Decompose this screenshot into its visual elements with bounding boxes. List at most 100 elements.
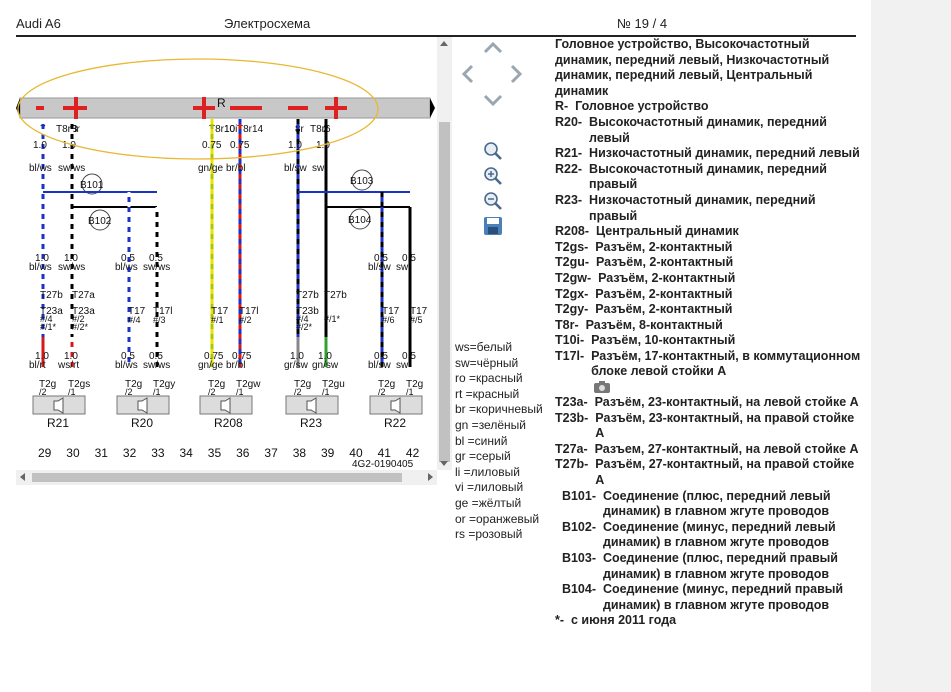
- component-text: с июня 2011 года: [570, 613, 677, 628]
- component-item: T17l- Разъём, 17-контактный, в коммутаци…: [555, 349, 865, 380]
- pin-label: #/6: [382, 315, 395, 325]
- plug-pin-label: /2: [378, 387, 386, 397]
- wire-size-label: 0.5: [149, 253, 163, 264]
- plug-label: T2g: [378, 379, 395, 390]
- top-pin-label: T8r6: [310, 124, 331, 135]
- wire-size-label: 1.0: [290, 351, 304, 362]
- grid-number: 34: [180, 446, 194, 460]
- legend-entry: gn =зелёный: [455, 417, 526, 432]
- connector-label: T23a: [72, 306, 95, 317]
- wire-size-label: 0.5: [402, 253, 416, 264]
- component-code: T10i-: [555, 333, 592, 348]
- component-code: *-: [555, 613, 571, 628]
- speaker-label: R23: [300, 416, 322, 430]
- speaker-icon: [306, 397, 317, 414]
- legend-entry: ro =красный: [455, 371, 523, 386]
- component-item: T8r- Разъём, 8-контактный: [555, 318, 865, 334]
- camera-icon[interactable]: [593, 380, 865, 395]
- plug-pin-label: /2: [208, 387, 216, 397]
- horizontal-scrollbar[interactable]: [16, 470, 437, 485]
- component-code: B101-: [555, 488, 603, 503]
- junction-label: B101: [80, 180, 104, 191]
- pin-label: #/2: [239, 315, 252, 325]
- scroll-left-icon[interactable]: [20, 473, 25, 481]
- page-number: № 19 / 4: [617, 16, 668, 31]
- legend-entry: br =коричневый: [455, 402, 543, 417]
- speaker-icon: [390, 397, 401, 414]
- header-divider: [16, 35, 856, 37]
- speaker-label: R20: [131, 416, 153, 430]
- component-item: R22- Высокочастотный динамик, передний п…: [555, 162, 865, 193]
- legend-entry: rt =красный: [455, 386, 520, 401]
- component-item: T2gs- Разъём, 2-контактный: [555, 240, 865, 256]
- connector-label: T27b: [40, 290, 63, 301]
- grid-number: 39: [321, 446, 335, 460]
- pin-label: #/3: [153, 315, 166, 325]
- component-item: T27b- Разъём, 27-контактный, на правой с…: [555, 457, 865, 488]
- zoom-out-icon[interactable]: [483, 191, 503, 211]
- component-code: R208-: [555, 224, 596, 239]
- arrow-down-icon[interactable]: [482, 91, 504, 109]
- plug-label: T2g: [294, 379, 311, 390]
- top-pin-label: T8r14: [237, 124, 264, 135]
- component-text: Разъём, 2-контактный: [595, 239, 733, 254]
- component-item: T23a- Разъём, 23-контактный, на левой ст…: [555, 395, 865, 411]
- arrow-up-icon[interactable]: [482, 39, 504, 57]
- grid-number: 36: [236, 446, 250, 460]
- scroll-up-icon[interactable]: [440, 41, 448, 46]
- head-unit-label: R: [217, 96, 226, 110]
- component-item: T2gu- Разъём, 2-контактный: [555, 255, 865, 271]
- wire-size-label: 1.0: [288, 140, 302, 151]
- wiring-diagram-viewport[interactable]: R7T8r8r3T8r10i10T8r148rT8r621.0bl/ws1.0s…: [16, 37, 452, 488]
- legend-entry: vi =лиловый: [455, 480, 524, 495]
- component-text: Центральный динамик: [596, 224, 739, 239]
- plug-label: T2g: [208, 379, 225, 390]
- navigation-toolbar: [455, 37, 535, 237]
- wire-color-label: bl/sw: [368, 262, 392, 273]
- component-text: Соединение (минус, передний левый динами…: [602, 519, 836, 550]
- speaker-label: R208: [214, 416, 243, 430]
- save-icon[interactable]: [483, 216, 503, 236]
- connector-label: T17l: [239, 306, 258, 317]
- component-text: Соединение (минус, передний правый динам…: [602, 582, 844, 612]
- wire-color-label: bl/sw: [284, 163, 308, 174]
- wire-size-label: 1.0: [64, 351, 78, 362]
- wire-size-label: 0.75: [204, 351, 224, 362]
- legend-entry: li =лиловый: [455, 464, 520, 479]
- top-pin-label: 10: [224, 124, 236, 135]
- component-item: R21- Низкочастотный динамик, передний ле…: [555, 146, 865, 162]
- vertical-scroll-thumb[interactable]: [439, 122, 450, 462]
- plug-label: T2g: [406, 379, 423, 390]
- top-pin-label: 3: [72, 124, 78, 135]
- wire-size-label: 0.5: [121, 351, 135, 362]
- grid-number: 38: [293, 446, 307, 460]
- wire-color-label: gn/sw: [312, 360, 339, 371]
- junction-node: [89, 209, 111, 231]
- car-model: Audi A6: [16, 16, 61, 31]
- scroll-down-icon[interactable]: [440, 461, 448, 466]
- component-text: Высокочастотный динамик, передний правый: [589, 161, 827, 192]
- component-item: B103- Соединение (плюс, передний правый …: [555, 551, 865, 582]
- grid-number: 35: [208, 446, 222, 460]
- wire-size-label: 1.0: [35, 253, 49, 264]
- arrow-right-icon[interactable]: [507, 63, 525, 85]
- junction-label: B102: [88, 216, 112, 227]
- component-item: T2gy- Разъём, 2-контактный: [555, 302, 865, 318]
- wire-size-label: 1.0: [64, 253, 78, 264]
- plug-pin-label: /1: [153, 387, 161, 397]
- component-text: Разъём, 2-контактный: [595, 255, 734, 270]
- component-code: T2gu-: [555, 255, 596, 270]
- right-gray-panel: [871, 0, 951, 692]
- scroll-right-icon[interactable]: [428, 473, 433, 481]
- speaker-icon: [137, 397, 148, 414]
- arrow-left-icon[interactable]: [459, 63, 477, 85]
- vertical-scrollbar[interactable]: [437, 37, 452, 470]
- component-text: Высокочастотный динамик, передний левый: [589, 114, 827, 145]
- component-code: B104-: [555, 582, 603, 597]
- zoom-fit-icon[interactable]: [483, 141, 503, 161]
- zoom-in-icon[interactable]: [483, 166, 503, 186]
- connector-label: T17: [410, 306, 428, 317]
- horizontal-scroll-thumb[interactable]: [32, 473, 402, 482]
- wire-color-label: ws/rt: [57, 360, 79, 371]
- component-item: *- с июня 2011 года: [555, 613, 865, 629]
